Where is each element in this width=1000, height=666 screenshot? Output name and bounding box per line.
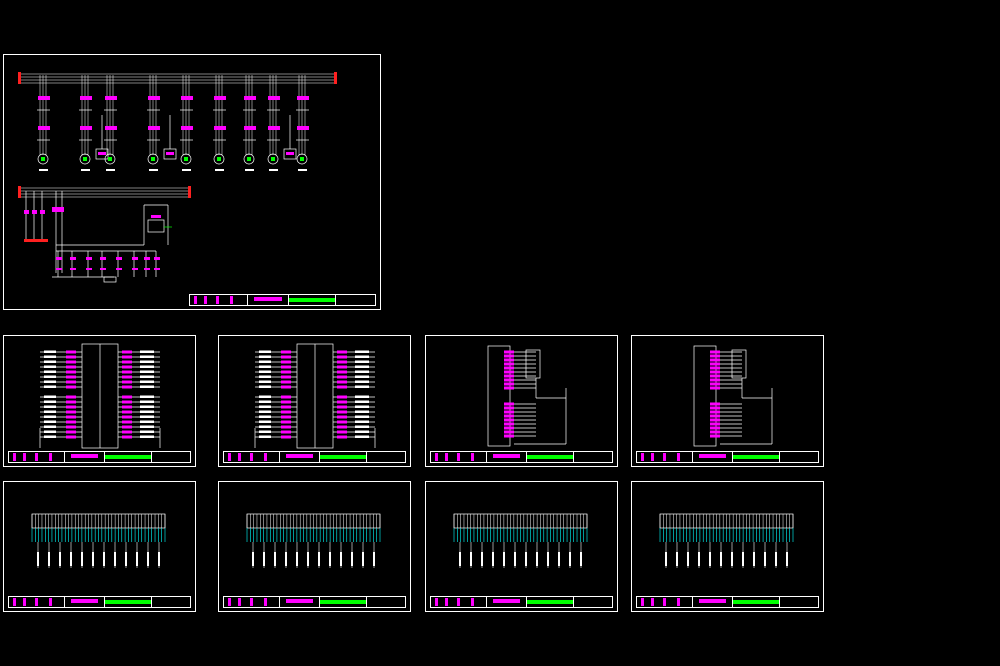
terminal-sheet-4[interactable] [631,481,824,612]
plc-io-drawing [487,345,567,447]
title-block [636,451,819,463]
terminal-drawing [659,513,794,568]
terminal-sheet-2[interactable] [218,481,411,612]
terminal-drawing [453,513,588,568]
terminal-sheet-3[interactable] [425,481,618,612]
title-block [430,451,613,463]
title-block [223,596,406,608]
title-block [8,596,191,608]
plc-io-sheet-1[interactable] [3,335,196,467]
title-block [430,596,613,608]
plc-io-sheet-4[interactable] [631,335,824,467]
title-block [189,294,376,306]
main-circuit-drawing [18,72,337,283]
title-block [223,451,406,463]
plc-io-sheet-2[interactable] [218,335,411,467]
terminal-sheet-1[interactable] [3,481,196,612]
title-block [636,596,819,608]
plc-io-drawing [693,345,773,447]
terminal-drawing [246,513,381,568]
plc-io-sheet-3[interactable] [425,335,618,467]
plc-io-drawing [39,343,161,449]
terminal-drawing [31,513,166,568]
main-circuit-sheet[interactable] [3,54,381,310]
title-block [8,451,191,463]
plc-io-drawing [254,343,376,449]
